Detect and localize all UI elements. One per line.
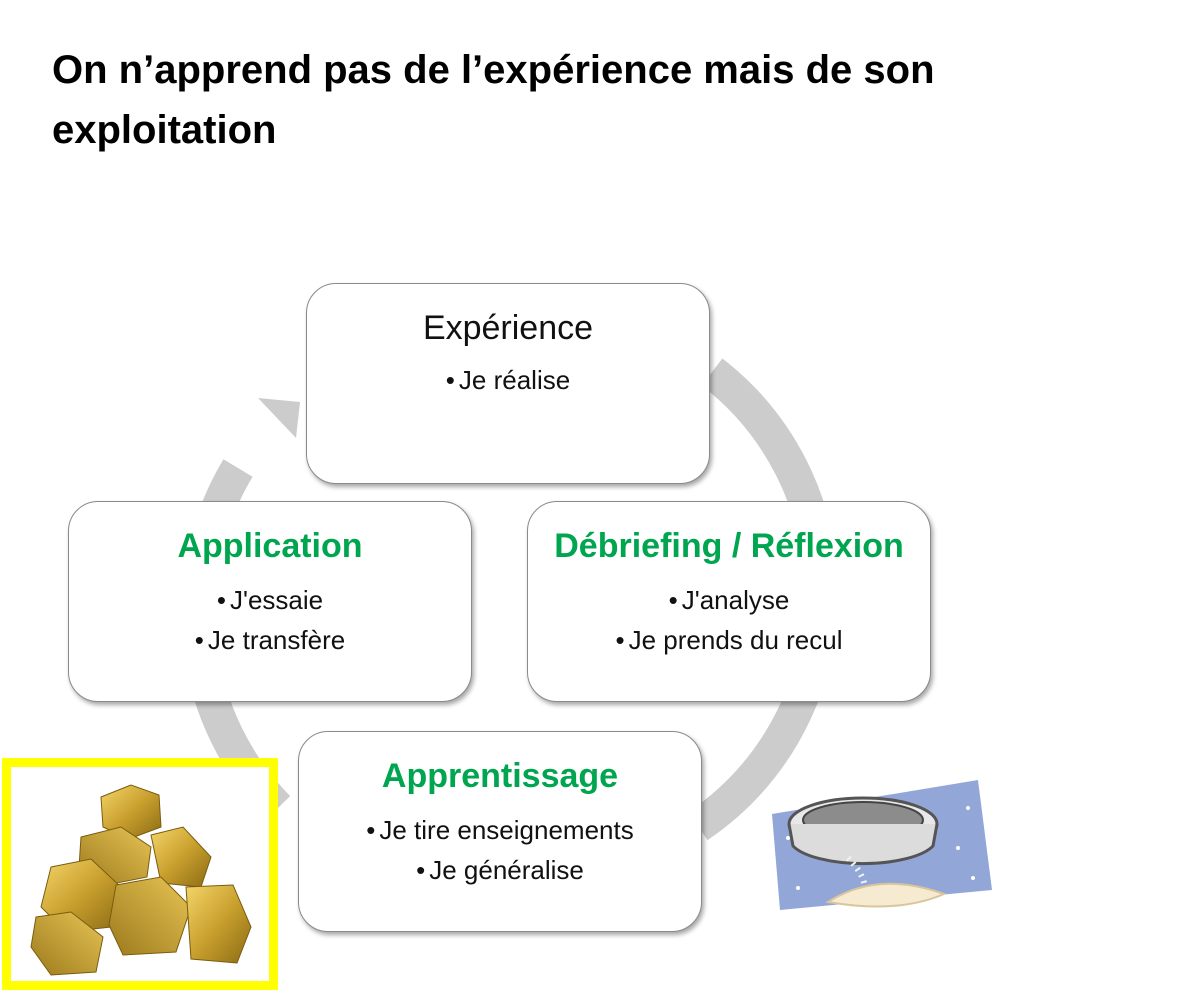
stage-experience-title: Expérience <box>422 309 594 347</box>
bullet: J'analyse <box>528 580 930 620</box>
stage-application-title: Application <box>177 527 363 565</box>
stage-debriefing-title: Débriefing / Réflexion <box>554 527 904 565</box>
stage-apprentissage-title: Apprentissage <box>381 757 619 795</box>
stage-application: Application J'essaie Je transfère <box>68 501 472 702</box>
page-title: On n’apprend pas de l’expérience mais de… <box>52 48 935 152</box>
stage-debriefing: Débriefing / Réflexion J'analyse Je pren… <box>527 501 931 702</box>
stage-apprentissage: Apprentissage Je tire enseignements Je g… <box>298 731 702 932</box>
gold-nuggets-icon <box>30 784 252 976</box>
gold-nuggets-image <box>2 758 278 990</box>
bullet: Je généralise <box>299 850 701 890</box>
bullet: Je prends du recul <box>528 620 930 660</box>
sieve-flour-image <box>772 780 992 910</box>
bullet: Je réalise <box>307 360 709 400</box>
bullet: Je tire enseignements <box>299 810 701 850</box>
bullet: J'essaie <box>69 580 471 620</box>
bullet: Je transfère <box>69 620 471 660</box>
arrow-head <box>258 398 300 438</box>
stage-experience: Expérience Je réalise <box>306 283 710 484</box>
